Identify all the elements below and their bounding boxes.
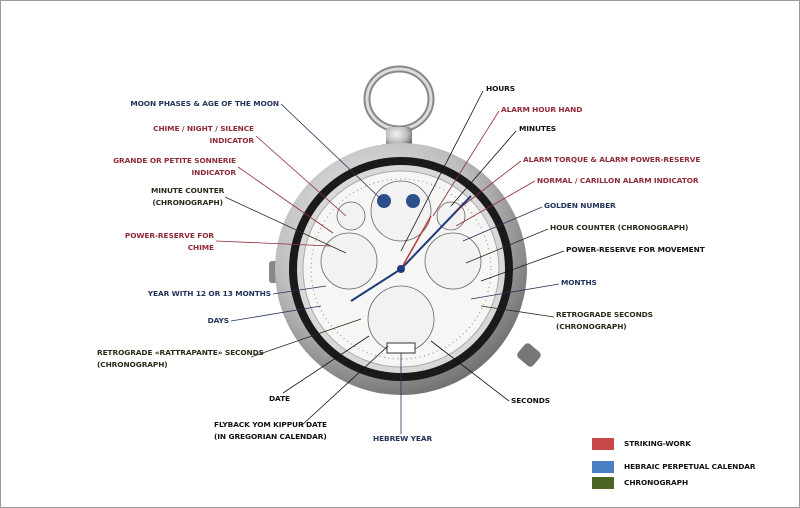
label-carillon: NORMAL / CARILLON ALARM INDICATOR	[537, 176, 699, 185]
label-line: FLYBACK YOM KIPPUR DATE	[214, 420, 327, 429]
label-moon-phases: MOON PHASES & AGE OF THE MOON	[130, 99, 279, 108]
label-line: (IN GREGORIAN CALENDAR)	[214, 432, 327, 441]
label-line: (CHRONOGRAPH)	[152, 198, 223, 207]
legend-label: HEBRAIC PERPETUAL CALENDAR	[624, 462, 756, 471]
label-yom-kippur: FLYBACK YOM KIPPUR DATE (IN GREGORIAN CAL…	[214, 419, 327, 443]
label-rattrapante: RETROGRADE «RATTRAPANTE» SECONDS (CHRONOG…	[97, 347, 264, 371]
legend-swatch-hebraic	[592, 461, 614, 473]
label-sonnerie-indicator: GRANDE OR PETITE SONNERIE INDICATOR	[113, 155, 236, 179]
label-golden-number: GOLDEN NUMBER	[544, 201, 616, 210]
legend-label: STRIKING-WORK	[624, 439, 691, 448]
label-line: CHIME	[187, 243, 214, 252]
label-power-reserve-chime: POWER-RESERVE FOR CHIME	[125, 230, 214, 254]
label-line: INDICATOR	[191, 168, 236, 177]
label-months: MONTHS	[561, 278, 597, 287]
label-retrograde-seconds: RETROGRADE SECONDS (CHRONOGRAPH)	[556, 309, 653, 333]
label-date: DATE	[269, 394, 290, 403]
pusher	[517, 343, 541, 367]
watch-bow	[363, 65, 435, 152]
label-line: (CHRONOGRAPH)	[556, 322, 627, 331]
label-line: INDICATOR	[209, 136, 254, 145]
legend-swatch-chronograph	[592, 477, 614, 489]
label-line: RETROGRADE «RATTRAPANTE» SECONDS	[97, 348, 264, 357]
label-seconds: SECONDS	[511, 396, 551, 405]
label-line: CHIME / NIGHT / SILENCE	[153, 124, 254, 133]
label-minutes: MINUTES	[519, 124, 557, 133]
label-days: DAYS	[207, 316, 230, 325]
label-line: MINUTE COUNTER	[151, 186, 225, 195]
label-alarm-hour-hand: ALARM HOUR HAND	[501, 105, 583, 114]
label-power-reserve-movement: POWER-RESERVE FOR MOVEMENT	[566, 245, 705, 254]
label-year-months: YEAR WITH 12 OR 13 MONTHS	[147, 289, 271, 298]
label-line: GRANDE OR PETITE SONNERIE	[113, 156, 236, 165]
label-minute-counter: MINUTE COUNTER (CHRONOGRAPH)	[151, 185, 224, 209]
label-chime-indicator: CHIME / NIGHT / SILENCE INDICATOR	[153, 123, 254, 147]
legend-label: CHRONOGRAPH	[624, 478, 689, 487]
label-hebrew-year: HEBREW YEAR	[373, 434, 433, 443]
subdials	[320, 180, 482, 353]
label-line: RETROGRADE SECONDS	[556, 310, 653, 319]
label-alarm-torque: ALARM TORQUE & ALARM POWER-RESERVE	[523, 155, 701, 164]
legend-swatch-striking	[592, 438, 614, 450]
label-line: POWER-RESERVE FOR	[124, 231, 214, 240]
leader-lines	[215, 90, 565, 434]
label-hour-counter: HOUR COUNTER (CHRONOGRAPH)	[550, 223, 689, 232]
label-hours: HOURS	[486, 84, 515, 93]
label-line: (CHRONOGRAPH)	[97, 360, 168, 369]
